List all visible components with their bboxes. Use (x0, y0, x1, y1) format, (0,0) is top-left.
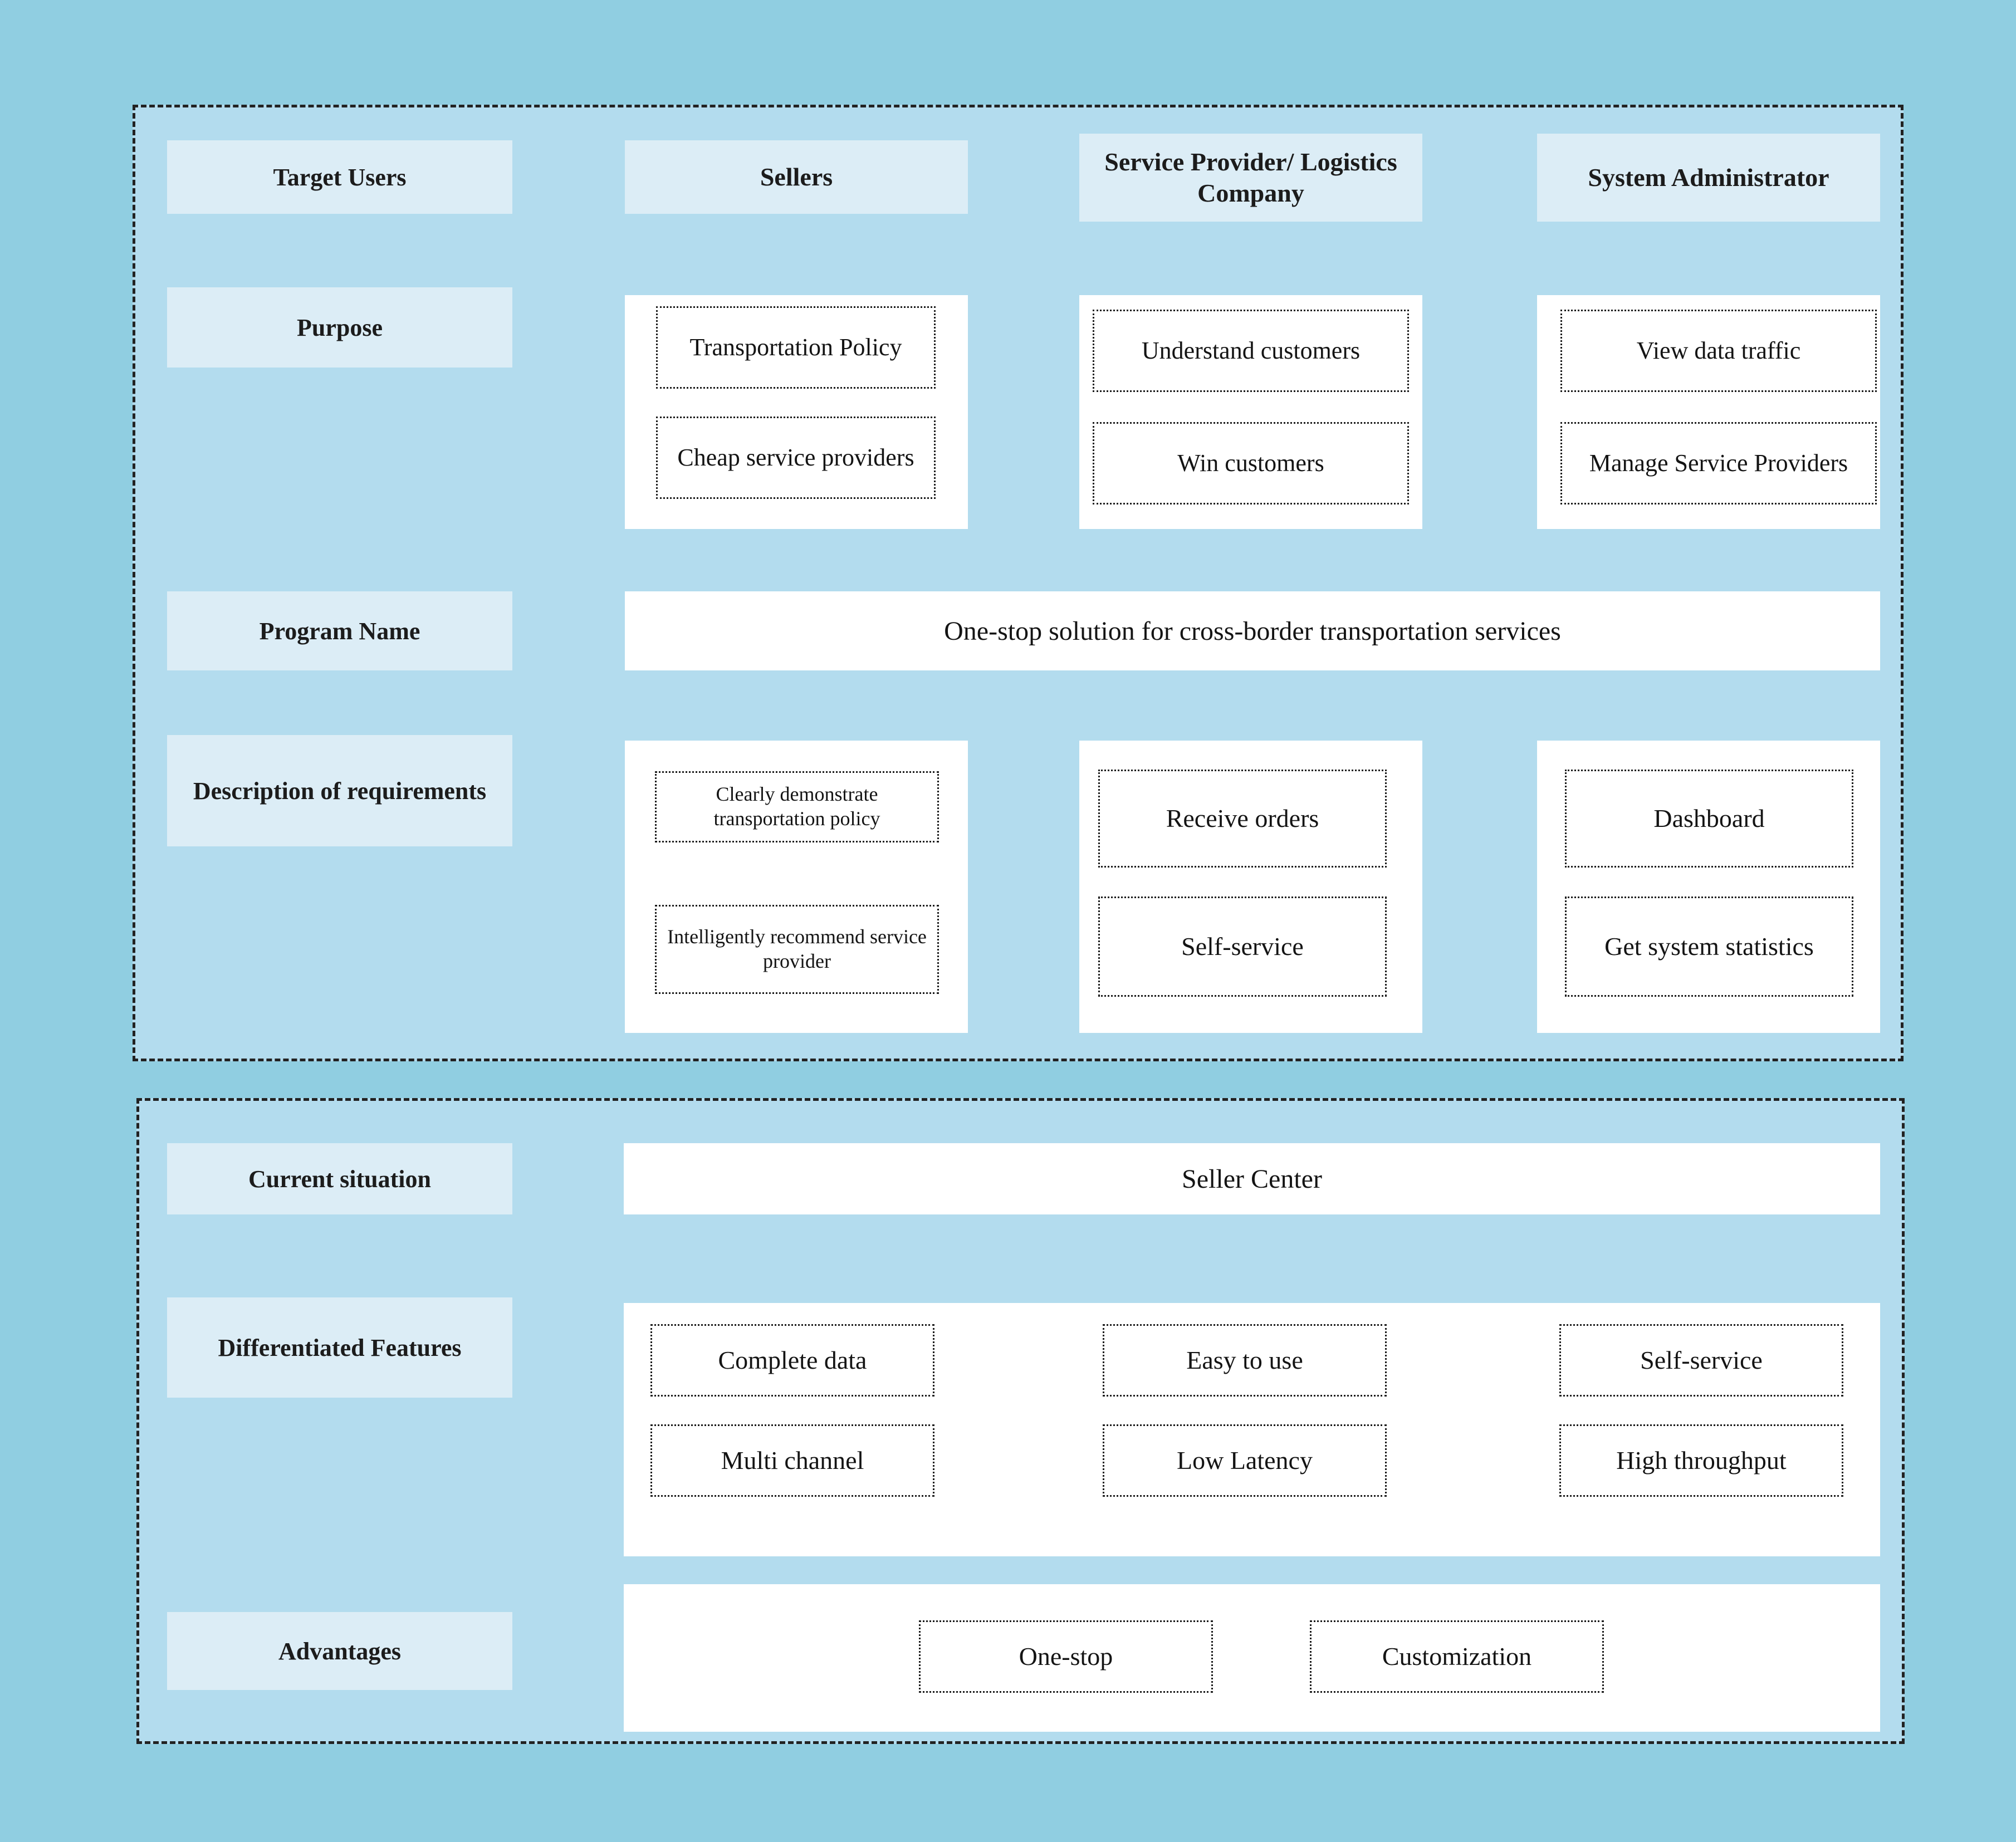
purpose-chip-sellers-0[interactable]: Transportation Policy (656, 306, 936, 389)
program-name-card (625, 591, 1880, 670)
row-label-advantages: Advantages (167, 1612, 512, 1690)
requirements-chip-sellers-1[interactable]: Intelligently recommend service provider (655, 905, 939, 994)
purpose-chip-system-administrator-0[interactable]: View data traffic (1560, 310, 1877, 392)
purpose-chip-service-provider-0[interactable]: Understand customers (1093, 310, 1409, 392)
row-label-description-of-requirements: Description of requirements (167, 735, 512, 846)
purpose-chip-service-provider-1[interactable]: Win customers (1093, 422, 1409, 504)
row-label-program-name: Program Name (167, 591, 512, 670)
requirements-chip-system-administrator-0[interactable]: Dashboard (1565, 770, 1853, 868)
advantages-card (624, 1584, 1880, 1732)
feature-chip-easy-to-use[interactable]: Easy to use (1103, 1324, 1387, 1397)
column-header-service-provider: Service Provider/ Logistics Company (1079, 134, 1422, 222)
feature-chip-high-throughput[interactable]: High throughput (1559, 1424, 1843, 1497)
requirements-chip-system-administrator-1[interactable]: Get system statistics (1565, 896, 1853, 997)
requirements-chip-service-provider-0[interactable]: Receive orders (1098, 770, 1387, 868)
program-name-value: One-stop solution for cross-border trans… (944, 616, 1561, 646)
feature-chip-multi-channel[interactable]: Multi channel (650, 1424, 934, 1497)
current-situation-card (624, 1143, 1880, 1214)
advantage-chip-customization[interactable]: Customization (1310, 1620, 1604, 1693)
row-label-differentiated-features: Differentiated Features (167, 1297, 512, 1398)
purpose-chip-sellers-1[interactable]: Cheap service providers (656, 417, 936, 499)
current-situation-value: Seller Center (1182, 1164, 1322, 1194)
feature-chip-low-latency[interactable]: Low Latency (1103, 1424, 1387, 1497)
feature-chip-self-service[interactable]: Self-service (1559, 1324, 1843, 1397)
row-label-target-users: Target Users (167, 140, 512, 214)
requirements-chip-service-provider-1[interactable]: Self-service (1098, 896, 1387, 997)
requirements-chip-sellers-0[interactable]: Clearly demonstrate transportation polic… (655, 771, 939, 842)
column-header-system-administrator: System Administrator (1537, 134, 1880, 222)
row-label-purpose: Purpose (167, 287, 512, 368)
feature-chip-complete-data[interactable]: Complete data (650, 1324, 934, 1397)
purpose-chip-system-administrator-1[interactable]: Manage Service Providers (1560, 422, 1877, 504)
row-label-current-situation: Current situation (167, 1143, 512, 1214)
column-header-sellers: Sellers (625, 140, 968, 214)
advantage-chip-one-stop[interactable]: One-stop (919, 1620, 1213, 1693)
